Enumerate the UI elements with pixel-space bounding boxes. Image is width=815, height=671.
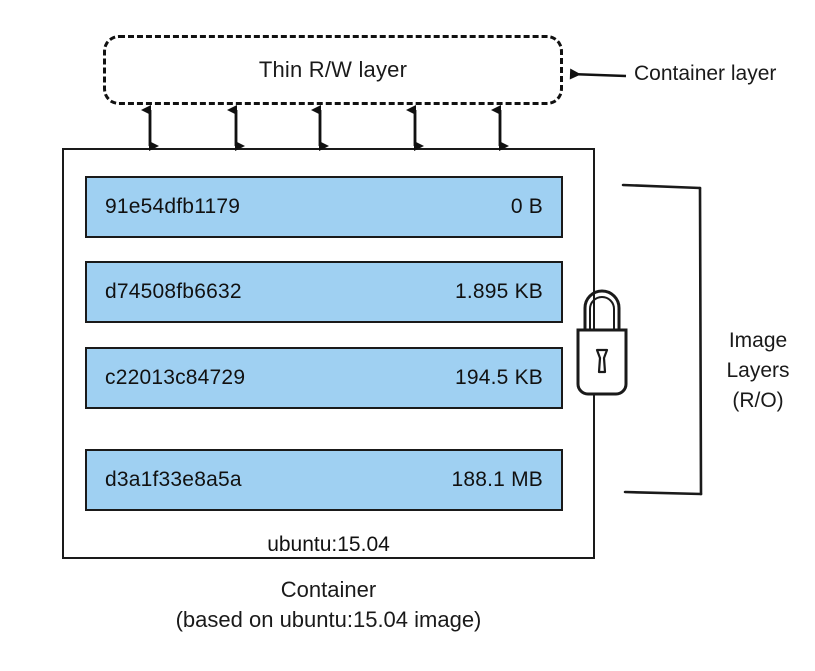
layer-id: c22013c84729 bbox=[105, 366, 246, 389]
image-layers-line-2: Layers bbox=[726, 359, 790, 382]
layer-id: 91e54dfb1179 bbox=[105, 195, 241, 218]
image-layers-callout-label: Image Layers (R/O) bbox=[706, 326, 810, 416]
thin-rw-layer-box: Thin R/W layer bbox=[103, 35, 563, 105]
layer-size: 0 B bbox=[510, 195, 543, 218]
container-caption: Container (based on ubuntu:15.04 image) bbox=[62, 575, 595, 635]
image-layer-row: c22013c84729 194.5 KB bbox=[85, 347, 563, 409]
image-layers-line-1: Image bbox=[728, 329, 788, 352]
image-layer-row: 91e54dfb1179 0 B bbox=[85, 176, 563, 238]
layer-id: d74508fb6632 bbox=[105, 280, 242, 303]
image-layer-row: d3a1f33e8a5a 188.1 MB bbox=[85, 449, 563, 511]
thin-rw-layer-label: Thin R/W layer bbox=[258, 57, 408, 82]
image-layers-line-3: (R/O) bbox=[732, 389, 784, 412]
layer-size: 1.895 KB bbox=[455, 280, 543, 303]
container-layer-callout-label: Container layer bbox=[634, 62, 777, 85]
caption-line-1: Container bbox=[280, 577, 377, 602]
container-layer-callout-arrow-icon bbox=[569, 68, 627, 80]
layer-id: d3a1f33e8a5a bbox=[105, 468, 242, 491]
right-brace-bracket-icon bbox=[621, 183, 703, 496]
layer-size: 188.1 MB bbox=[451, 468, 543, 491]
base-image-tag-label: ubuntu:15.04 bbox=[267, 533, 390, 556]
image-layer-row: d74508fb6632 1.895 KB bbox=[85, 261, 563, 323]
layer-size: 194.5 KB bbox=[455, 366, 543, 389]
caption-line-2: (based on ubuntu:15.04 image) bbox=[175, 607, 482, 632]
